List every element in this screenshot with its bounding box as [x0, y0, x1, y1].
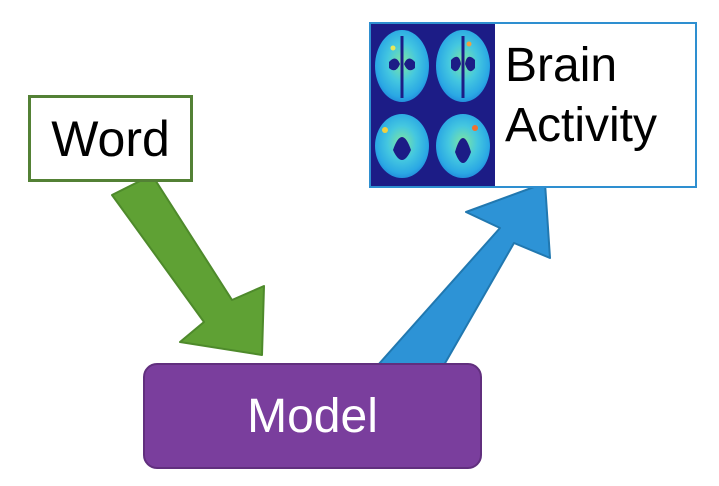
brain-label-line1: Brain: [505, 39, 618, 92]
arrow-word-to-model: [111, 174, 265, 356]
brain-label-line2: Activity: [505, 99, 658, 152]
brain-slice-top-right: [436, 30, 490, 102]
word-node: Word: [28, 95, 193, 182]
brain-scan-icon: [371, 24, 495, 186]
arrow-model-to-brain: [377, 182, 551, 366]
brain-activity-node: Brain Activity: [369, 22, 697, 188]
brain-scan-graphic: [375, 30, 490, 178]
brain-activity-label: Brain Activity: [505, 36, 691, 156]
model-label: Model: [247, 389, 378, 443]
word-label: Word: [51, 110, 170, 167]
brain-slice-bottom-right: [436, 114, 490, 178]
brain-slice-top-left: [375, 30, 429, 102]
model-node: Model: [143, 363, 482, 469]
brain-slice-bottom-left: [375, 114, 429, 178]
